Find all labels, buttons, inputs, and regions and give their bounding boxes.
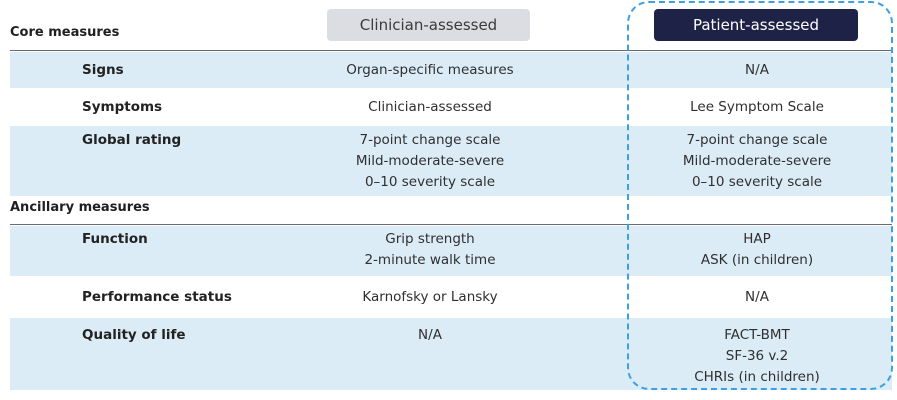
clinician-cell: N/A <box>230 318 630 390</box>
cell-line: Clinician-assessed <box>368 99 492 115</box>
cell-line: 0–10 severity scale <box>691 174 823 190</box>
table-row-quality-of-life: Quality of life N/A FACT-BMT SF-36 v.2 C… <box>10 318 892 390</box>
table-row-global-rating: Global rating 7-point change scale Mild-… <box>10 126 892 196</box>
clinician-cell: Organ-specific measures <box>230 52 630 88</box>
core-measures-divider <box>10 50 892 51</box>
table-row-signs: Signs Organ-specific measures N/A <box>10 52 892 88</box>
table-row-symptoms: Symptoms Clinician-assessed Lee Symptom … <box>10 88 892 125</box>
cell-line: Organ-specific measures <box>346 62 514 78</box>
row-label: Global rating <box>82 132 182 148</box>
cell-line: N/A <box>745 289 769 305</box>
cell-line: CHRIs (in children) <box>694 369 820 385</box>
cell-line: 7-point change scale <box>359 132 501 148</box>
table-row-performance-status: Performance status Karnofsky or Lansky N… <box>10 277 892 318</box>
core-measures-heading: Core measures <box>10 25 120 40</box>
patient-cell: Lee Symptom Scale <box>607 88 897 125</box>
cell-line: Mild-moderate-severe <box>355 153 505 169</box>
cell-line: 7-point change scale <box>686 132 828 148</box>
cell-line: Lee Symptom Scale <box>690 99 824 115</box>
patient-assessed-header: Patient-assessed <box>654 9 858 41</box>
patient-cell: 7-point change scale Mild-moderate-sever… <box>607 126 897 196</box>
row-label: Function <box>82 231 148 247</box>
ancillary-measures-divider <box>10 224 892 225</box>
clinician-header-label: Clinician-assessed <box>359 16 498 34</box>
cell-line: ASK (in children) <box>700 252 814 268</box>
cell-line: N/A <box>418 327 442 343</box>
clinician-assessed-header: Clinician-assessed <box>327 9 530 41</box>
clinician-cell: Grip strength 2-minute walk time <box>230 226 630 276</box>
cell-line: Grip strength <box>385 231 475 247</box>
clinician-cell: Clinician-assessed <box>230 88 630 125</box>
cell-line: Mild-moderate-severe <box>682 153 832 169</box>
patient-cell: N/A <box>607 52 897 88</box>
row-label: Quality of life <box>82 327 186 343</box>
cell-line: N/A <box>745 62 769 78</box>
clinician-cell: Karnofsky or Lansky <box>230 277 630 318</box>
table-row-function: Function Grip strength 2-minute walk tim… <box>10 226 892 276</box>
row-label: Signs <box>82 62 124 78</box>
cell-line: Karnofsky or Lansky <box>362 289 498 305</box>
patient-cell: FACT-BMT SF-36 v.2 CHRIs (in children) <box>607 318 897 390</box>
patient-header-label: Patient-assessed <box>692 16 820 34</box>
row-label: Symptoms <box>82 99 163 115</box>
patient-cell: N/A <box>607 277 897 318</box>
ancillary-measures-heading: Ancillary measures <box>10 200 150 215</box>
row-label: Performance status <box>82 289 232 305</box>
patient-cell: HAP ASK (in children) <box>607 226 897 276</box>
cell-line: SF-36 v.2 <box>725 348 789 364</box>
cell-line: 0–10 severity scale <box>364 174 496 190</box>
cell-line: HAP <box>743 231 771 247</box>
clinician-cell: 7-point change scale Mild-moderate-sever… <box>230 126 630 196</box>
cell-line: FACT-BMT <box>724 327 790 343</box>
cell-line: 2-minute walk time <box>364 252 496 268</box>
